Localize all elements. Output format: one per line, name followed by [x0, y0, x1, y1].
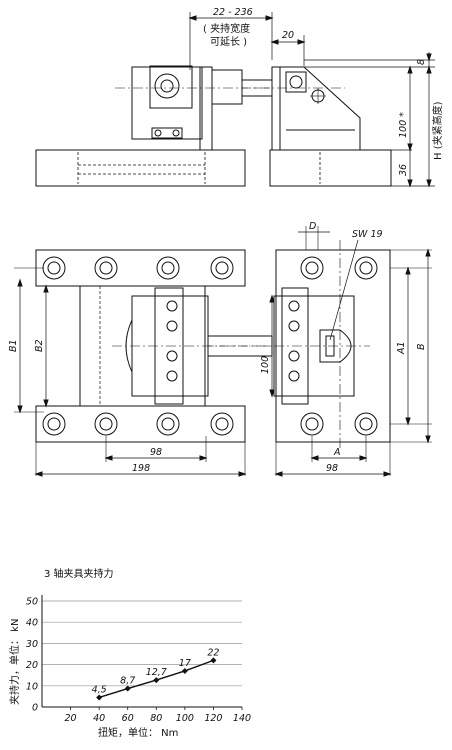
dim-b: B	[416, 343, 427, 350]
side-right-nut	[285, 71, 307, 93]
data-label: 4,5	[92, 684, 107, 695]
dim-198: 198	[132, 463, 150, 474]
y-tick-label: 40	[26, 618, 38, 629]
data-point	[210, 657, 217, 664]
dim-36: 36	[398, 164, 409, 176]
data-point	[153, 677, 160, 684]
dim-jaw-20: 20	[282, 30, 294, 41]
dim-clamp-width-note-2: 可延长 )	[210, 36, 247, 48]
side-left-bolt-inner	[160, 79, 174, 93]
side-right-jaw	[271, 66, 361, 151]
data-point	[181, 667, 188, 674]
top-left-holes	[42, 256, 234, 436]
x-tick-label: 140	[233, 713, 251, 724]
y-tick-label: 50	[26, 597, 38, 608]
dim-clamp-width: 22 - 236	[213, 7, 253, 18]
x-tick-label: 20	[65, 713, 77, 724]
dim-8: 8	[416, 59, 427, 65]
data-label: 22	[207, 647, 219, 658]
top-left-bar-upper	[35, 249, 246, 287]
chart-title: 3 轴夹具夹持力	[44, 567, 114, 580]
side-left-screws	[151, 127, 183, 139]
dim-100-height: 100 *	[398, 112, 409, 138]
data-point	[96, 694, 103, 701]
x-tick-label: 80	[150, 713, 162, 724]
dim-b1: B1	[8, 339, 19, 352]
dim-100-jaw: 100	[260, 356, 271, 374]
y-tick-label: 20	[26, 660, 38, 671]
side-left-jaw-upper	[149, 65, 193, 109]
side-base-right	[269, 149, 392, 187]
top-right-holes	[300, 256, 378, 436]
x-tick-label: 120	[204, 713, 222, 724]
side-left-bolt-outer	[154, 73, 180, 99]
top-right-jaw-screws	[288, 300, 300, 382]
chart-x-label: 扭矩，单位： Nm	[98, 726, 178, 739]
side-hidden-lines	[77, 152, 321, 184]
side-left-column-cap	[211, 69, 243, 105]
dim-d: D	[309, 221, 316, 232]
y-tick-label: 30	[26, 639, 38, 650]
y-tick-label: 10	[26, 681, 38, 692]
x-tick-label: 100	[176, 713, 194, 724]
dim-b2: B2	[34, 339, 45, 352]
x-tick-label: 40	[93, 713, 105, 724]
dim-98-right: 98	[326, 463, 338, 474]
side-view	[35, 12, 435, 188]
top-left-bar-lower	[35, 405, 246, 443]
dim-98-inner: 98	[150, 447, 162, 458]
clamping-force-chart: 0 10 20 30 40 50 20 40 60 80 100 120 140 4,5 8,7 12,7 17…	[26, 595, 251, 724]
dim-a: A	[333, 447, 341, 458]
dim-clamping-height: H (夹紧高度)	[431, 101, 444, 160]
dim-sw19: SW 19	[352, 229, 383, 240]
data-label: 8,7	[120, 676, 135, 687]
y-tick-label: 0	[32, 703, 38, 714]
data-label: 12,7	[146, 667, 167, 678]
dim-a1: A1	[396, 341, 407, 355]
top-view	[14, 226, 432, 477]
x-tick-label: 60	[122, 713, 134, 724]
top-left-jaw-screws	[166, 300, 178, 382]
data-point	[124, 685, 131, 692]
chart-y-label: 夹持力，单位： kN	[8, 619, 21, 705]
side-left-column	[199, 66, 213, 151]
side-base-left	[35, 149, 246, 187]
dim-clamp-width-note-1: ( 夹持宽度	[203, 22, 250, 35]
side-left-jaw	[131, 66, 203, 140]
data-label: 17	[179, 658, 191, 669]
